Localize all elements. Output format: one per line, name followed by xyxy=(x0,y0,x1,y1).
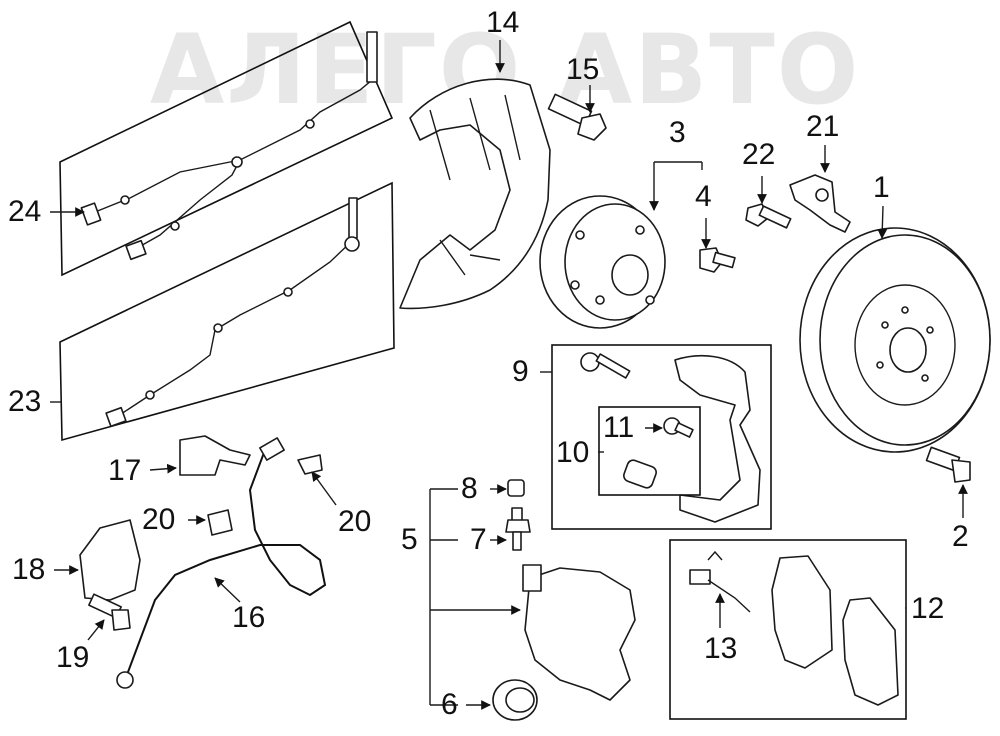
bleeder-cap-8 xyxy=(507,479,525,497)
label-13: 13 xyxy=(704,632,738,665)
label-20-right: 20 xyxy=(338,505,372,538)
caliper-piston-6 xyxy=(492,679,538,721)
label-12: 12 xyxy=(911,592,945,625)
brake-pad-box xyxy=(669,539,907,720)
caliper-inlet xyxy=(522,564,542,592)
label-3: 3 xyxy=(669,116,686,149)
wear-sensor-13 xyxy=(689,550,751,613)
leader-arrows xyxy=(50,40,968,710)
bolt-4 xyxy=(699,247,736,273)
label-2: 2 xyxy=(952,520,969,553)
brake-disc-rotor xyxy=(799,227,991,453)
label-20-left: 20 xyxy=(142,503,176,536)
brake-pad-inner xyxy=(771,555,833,669)
caliper-bracket xyxy=(580,352,761,523)
brake-caliper-housing xyxy=(524,567,636,701)
label-7: 7 xyxy=(470,523,487,556)
bolt-15 xyxy=(547,93,607,141)
brake-dust-shield xyxy=(399,78,551,310)
caliper-bracket-box xyxy=(551,344,772,530)
bracket-18 xyxy=(79,519,141,601)
label-11: 11 xyxy=(603,411,635,444)
label-8: 8 xyxy=(461,472,478,505)
label-19: 19 xyxy=(56,641,90,674)
label-23: 23 xyxy=(8,385,42,418)
label-22: 22 xyxy=(742,138,776,171)
brake-pad-outer xyxy=(842,597,899,706)
label-9: 9 xyxy=(512,355,529,388)
abs-sensor-wire-24 xyxy=(59,20,394,277)
bolt-22 xyxy=(745,203,792,229)
brake-hose-16 xyxy=(116,437,327,689)
guide-pin-box xyxy=(598,406,701,496)
label-17: 17 xyxy=(108,454,142,487)
label-14: 14 xyxy=(486,6,520,39)
label-21: 21 xyxy=(806,110,840,143)
label-24: 24 xyxy=(8,195,42,228)
label-15: 15 xyxy=(566,53,600,86)
clip-20-lower xyxy=(207,509,233,536)
label-5: 5 xyxy=(401,523,418,556)
bracket-17 xyxy=(179,435,251,476)
speed-sensor-21 xyxy=(789,174,851,233)
label-4: 4 xyxy=(695,180,712,213)
bleeder-valve-7 xyxy=(505,507,531,551)
abs-sensor-wire-23 xyxy=(59,181,395,442)
clip-20-upper xyxy=(297,454,323,475)
label-10: 10 xyxy=(556,436,590,469)
label-18: 18 xyxy=(12,553,46,586)
bolt-2 xyxy=(925,446,971,483)
label-1: 1 xyxy=(873,171,890,204)
guide-pin xyxy=(623,417,694,489)
label-16: 16 xyxy=(232,601,266,634)
wheel-hub-bearing xyxy=(539,195,666,329)
bolt-19 xyxy=(88,593,131,631)
label-6: 6 xyxy=(441,688,458,721)
